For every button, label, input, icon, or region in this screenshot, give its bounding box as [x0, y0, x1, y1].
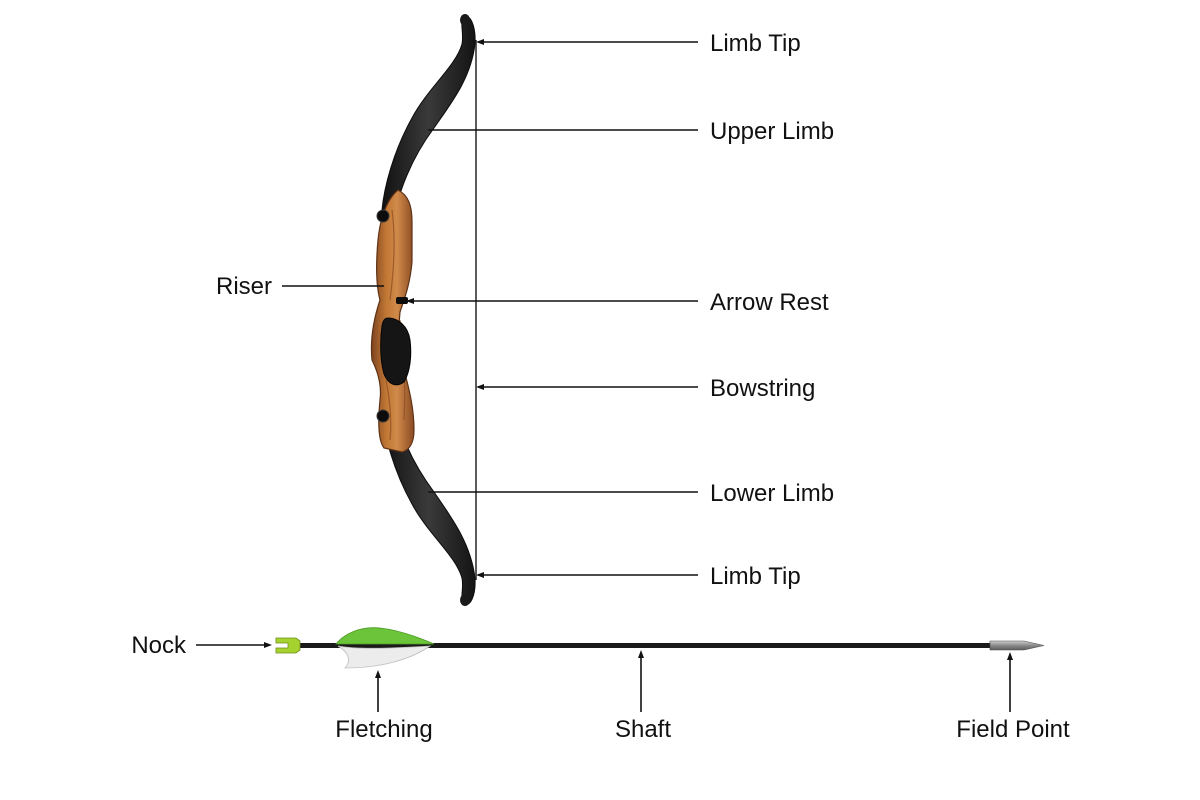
arrowhead-fletching	[375, 670, 381, 678]
upper-limb-shape	[381, 16, 476, 213]
arrowhead-arrow-rest	[406, 298, 414, 304]
bow	[370, 14, 477, 606]
arrowhead-field-point	[1007, 652, 1013, 660]
label-bowstring: Bowstring	[710, 375, 815, 402]
arrowhead-shaft	[638, 650, 644, 658]
arrow	[275, 627, 1045, 669]
fletching-green-vane	[335, 627, 435, 645]
label-upper-limb: Upper Limb	[710, 118, 834, 145]
fletching-white-vane	[337, 645, 432, 669]
labels: Limb Tip Upper Limb Riser Arrow Rest Bow…	[131, 30, 1070, 743]
field-point-shape	[989, 640, 1045, 651]
lower-limb-tip-knob	[460, 594, 470, 606]
label-field-point: Field Point	[956, 716, 1070, 743]
label-fletching: Fletching	[335, 716, 432, 743]
leader-lines	[196, 39, 1013, 712]
shaft-shape	[300, 643, 994, 648]
label-nock: Nock	[131, 632, 187, 659]
nock-shape	[275, 637, 301, 654]
lower-limb-bolt	[376, 409, 390, 423]
label-riser: Riser	[216, 273, 272, 300]
upper-limb-tip-knob	[460, 14, 470, 26]
arrowhead-limb-tip-bottom	[476, 572, 484, 578]
arrowhead-nock	[264, 642, 272, 648]
arrowhead-bowstring	[476, 384, 484, 390]
grip-shape	[380, 317, 412, 386]
arrowhead-limb-tip-top	[476, 39, 484, 45]
label-arrow-rest: Arrow Rest	[710, 289, 829, 316]
upper-limb-bolt	[376, 209, 390, 223]
label-shaft: Shaft	[615, 716, 671, 743]
label-limb-tip-bottom: Limb Tip	[710, 563, 801, 590]
label-lower-limb: Lower Limb	[710, 480, 834, 507]
label-limb-tip-top: Limb Tip	[710, 30, 801, 57]
arrow-rest-shape	[396, 297, 408, 304]
